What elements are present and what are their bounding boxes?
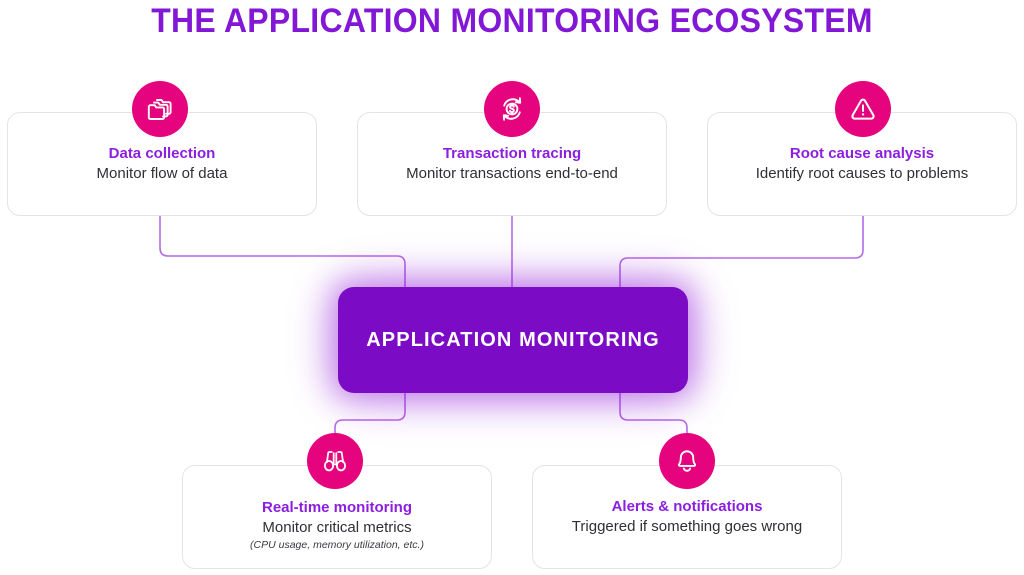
- folders-icon: [147, 99, 172, 120]
- warning-triangle-icon: [851, 98, 875, 120]
- icon-badge-alerts-notifications: [659, 433, 715, 489]
- node-note-real-time-monitoring: (CPU usage, memory utilization, etc.): [250, 538, 424, 551]
- node-title-data-collection: Data collection: [108, 144, 216, 162]
- icon-badge-real-time-monitoring: [307, 433, 363, 489]
- refresh-dollar-icon: [502, 97, 522, 121]
- page-title: THE APPLICATION MONITORING ECOSYSTEM: [151, 2, 873, 40]
- node-title-root-cause-analysis: Root cause analysis: [789, 144, 935, 162]
- node-title-real-time-monitoring: Real-time monitoring: [261, 498, 412, 516]
- node-description-alerts-notifications: Triggered if something goes wrong: [571, 517, 803, 535]
- node-description-transaction-tracing: Monitor transactions end-to-end: [406, 164, 618, 182]
- icon-badge-transaction-tracing: [484, 81, 540, 137]
- icon-badge-root-cause-analysis: [835, 81, 891, 137]
- binoculars-icon: [323, 451, 347, 472]
- node-description-real-time-monitoring: Monitor critical metrics: [262, 518, 412, 536]
- node-description-data-collection: Monitor flow of data: [96, 164, 228, 182]
- icon-badge-data-collection: [132, 81, 188, 137]
- central-node[interactable]: APPLICATION MONITORING: [338, 287, 688, 393]
- node-description-root-cause-analysis: Identify root causes to problems: [755, 164, 969, 182]
- central-node-label: APPLICATION MONITORING: [366, 328, 660, 351]
- connector-data-collection: [159, 215, 406, 289]
- node-title-alerts-notifications: Alerts & notifications: [611, 497, 763, 515]
- node-card-alerts-notifications[interactable]: Alerts & notifications Triggered if some…: [532, 465, 842, 569]
- node-title-transaction-tracing: Transaction tracing: [442, 144, 582, 162]
- connector-root-cause-analysis: [619, 215, 864, 289]
- bell-icon: [677, 450, 697, 472]
